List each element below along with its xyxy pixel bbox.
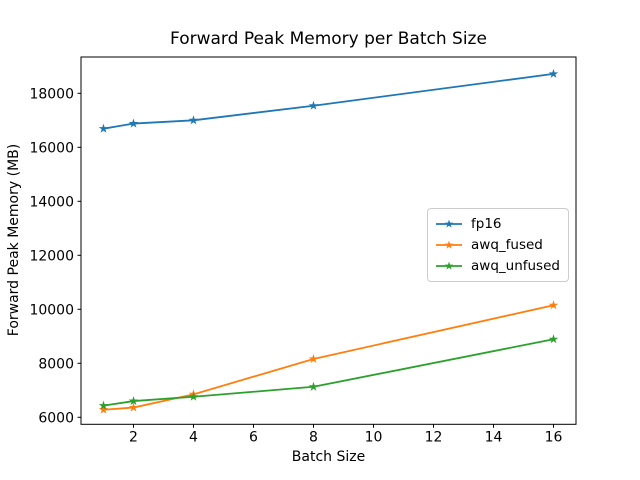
series-line-awq_unfused <box>102 338 555 407</box>
x-tick-label: 4 <box>189 429 198 445</box>
plot-border <box>80 56 577 425</box>
series-marker-awq_unfused <box>548 334 559 344</box>
x-tick-label: 12 <box>425 429 443 445</box>
y-tick-label: 12000 <box>29 248 74 264</box>
legend-entry-fp16: fp16 <box>435 214 560 234</box>
y-tick-label: 6000 <box>38 410 74 426</box>
legend-handle-awq_unfused <box>436 261 462 270</box>
x-tick-label: 16 <box>545 429 563 445</box>
y-tick-label: 8000 <box>38 356 74 372</box>
series-marker-awq_unfused <box>98 400 109 410</box>
y-axis-label: Forward Peak Memory (MB) <box>6 143 22 337</box>
series-marker-awq_unfused <box>308 381 319 391</box>
series-marker-awq_fused <box>308 353 319 364</box>
series-marker-awq_fused <box>128 402 139 412</box>
series-line-awq_fused <box>102 304 555 411</box>
series-marker-fp16 <box>548 68 559 78</box>
x-tick-label: 8 <box>309 429 318 445</box>
series-marker-awq_unfused <box>188 391 199 401</box>
x-axis-label: Batch Size <box>291 449 366 465</box>
legend-entry-awq_unfused: awq_unfused <box>435 256 560 276</box>
series-line-fp16 <box>102 72 555 130</box>
chart-title: Forward Peak Memory per Batch Size <box>170 29 487 49</box>
legend: fp16 awq_fused awq_unfused <box>427 208 569 282</box>
series-marker-awq_unfused <box>128 396 139 406</box>
x-tick-label: 6 <box>249 429 258 445</box>
y-tick-label: 14000 <box>29 194 74 210</box>
series-marker-fp16 <box>188 115 199 125</box>
series-marker-awq_fused <box>548 300 559 310</box>
y-tick-label: 16000 <box>29 140 74 156</box>
legend-handle-fp16 <box>436 219 462 228</box>
legend-label-awq_fused: awq_fused <box>471 237 543 253</box>
legend-handle-awq_fused <box>436 240 462 249</box>
x-tick-label: 2 <box>129 429 138 445</box>
series-marker-fp16 <box>308 100 319 110</box>
legend-entry-awq_fused: awq_fused <box>435 235 560 255</box>
legend-label-awq_unfused: awq_unfused <box>471 258 560 274</box>
x-tick-label: 14 <box>485 429 503 445</box>
legend-label-fp16: fp16 <box>471 216 502 232</box>
series-marker-fp16 <box>98 123 109 133</box>
y-tick-label: 18000 <box>29 86 74 102</box>
series-marker-awq_fused <box>98 404 109 414</box>
series-marker-fp16 <box>128 118 139 128</box>
x-tick-label: 10 <box>365 429 383 445</box>
y-tick-label: 10000 <box>29 302 74 318</box>
